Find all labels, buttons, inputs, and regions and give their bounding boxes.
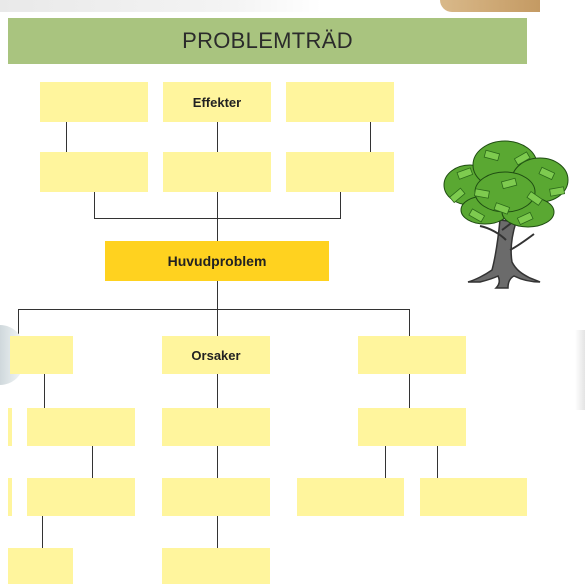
connector [94, 192, 95, 219]
main-problem-box: Huvudproblem [105, 241, 329, 281]
connector [94, 218, 341, 219]
page-title: PROBLEMTRÄD [182, 28, 353, 53]
connector [92, 446, 93, 478]
connector [217, 446, 218, 478]
connector [18, 309, 410, 310]
cause-box-right-1 [358, 336, 466, 374]
connector [217, 374, 218, 408]
effect-box-4 [40, 152, 148, 192]
connector [385, 446, 386, 478]
cause-box-center-3 [162, 478, 270, 516]
effects-label: Effekter [192, 94, 242, 110]
cause-box-left-3 [27, 478, 135, 516]
connector [409, 309, 410, 336]
cause-box-right-2 [358, 408, 466, 446]
connector [217, 122, 218, 152]
cause-box-left-1 [10, 336, 73, 374]
connector [217, 309, 218, 336]
top-decoration [0, 0, 585, 12]
cause-box-edge-3 [8, 478, 12, 516]
cause-box-edge-2 [8, 408, 12, 446]
connector [409, 374, 410, 408]
connector [370, 122, 371, 152]
effect-box-1 [40, 82, 148, 122]
cause-box-right-3a [297, 478, 404, 516]
cause-box-center-4 [162, 548, 270, 584]
cause-box-left-4 [8, 548, 73, 584]
cause-box-center-2 [162, 408, 270, 446]
title-banner: PROBLEMTRÄD [8, 18, 527, 64]
money-tree-icon [443, 140, 569, 289]
connector [217, 281, 218, 309]
main-problem-label: Huvudproblem [167, 253, 267, 269]
connector [42, 516, 43, 548]
effect-box-5 [163, 152, 271, 192]
connector [44, 374, 45, 408]
cause-box-left-2 [27, 408, 135, 446]
connector [18, 309, 19, 336]
causes-label: Orsaker [191, 347, 241, 363]
connector [217, 192, 218, 241]
side-shadow [575, 330, 585, 410]
cause-box-right-3b [420, 478, 527, 516]
effect-box-6 [286, 152, 394, 192]
effect-box-2: Effekter [163, 82, 271, 122]
connector [340, 192, 341, 219]
effect-box-3 [286, 82, 394, 122]
cause-box-center-1: Orsaker [162, 336, 270, 374]
connector [66, 122, 67, 152]
connector [437, 446, 438, 478]
connector [217, 516, 218, 548]
